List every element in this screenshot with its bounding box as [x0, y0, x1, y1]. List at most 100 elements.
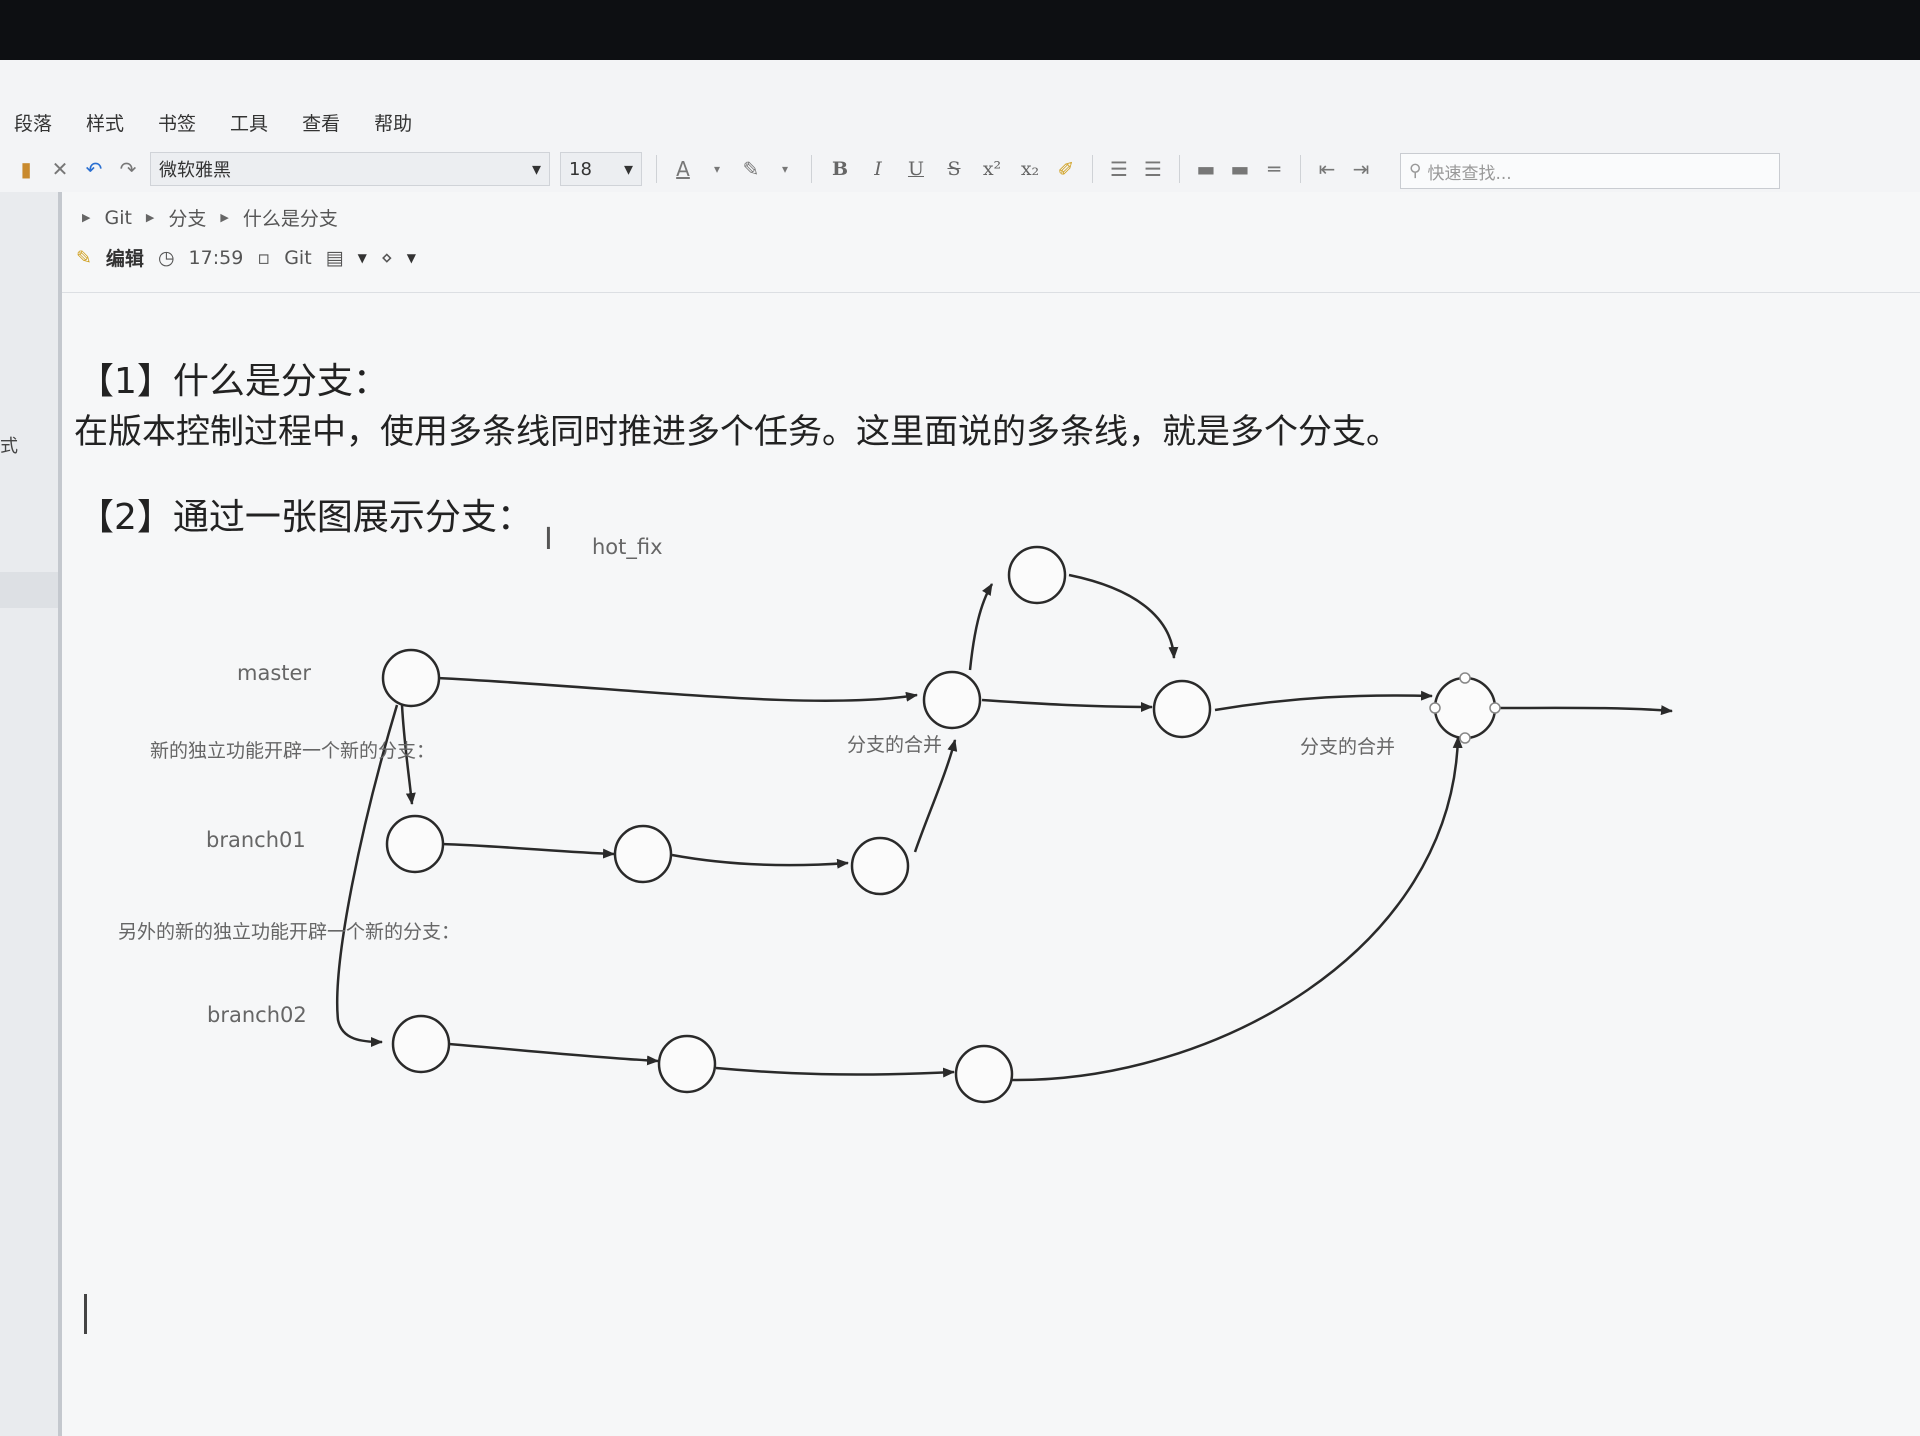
edge-merge1-to-hotfix	[968, 583, 994, 671]
chevron-down-icon[interactable]: ▼	[357, 250, 367, 265]
breadcrumb: ▶ Git ▶ 分支 ▶ 什么是分支	[82, 204, 338, 231]
label-merge2: 分支的合并	[1300, 736, 1395, 758]
sidebar-partial-label: 式	[0, 436, 18, 457]
selection-handle[interactable]	[1459, 732, 1471, 744]
ordered-list-icon[interactable]: ☰	[1110, 157, 1128, 181]
edge-merge1-to-hotfix-merge	[981, 698, 1153, 712]
strikethrough-button[interactable]: S	[947, 158, 961, 180]
align-left-icon[interactable]: ▬	[1196, 157, 1216, 181]
app-window: 段落 样式 书签 工具 查看 帮助 ▮ ✕ ↶ ↷ 微软雅黑 ▾ 18 ▾ A …	[0, 60, 1920, 1436]
notebook-name[interactable]: Git	[284, 246, 312, 269]
italic-button[interactable]: I	[874, 158, 882, 180]
breadcrumb-item-git[interactable]: Git	[104, 206, 132, 229]
font-size-select[interactable]: 18 ▾	[560, 152, 642, 186]
branch-diagram: hot_fix master 新的独立功能开辟一个新的分支： branch01 …	[118, 535, 1673, 1104]
format-brush-icon[interactable]: ✐	[1057, 157, 1075, 181]
node-hotfix-merge	[1152, 679, 1212, 739]
label-merge1: 分支的合并	[847, 734, 942, 756]
label-master: master	[237, 661, 311, 685]
search-icon: ⚲	[1409, 161, 1422, 181]
text-caret	[84, 1294, 87, 1334]
edge-merge2-to-end	[1495, 705, 1673, 716]
menu-style[interactable]: 样式	[86, 112, 125, 135]
label-branch02: branch02	[207, 1003, 307, 1027]
node-branch01-2	[613, 824, 673, 884]
node-branch02-3	[954, 1044, 1014, 1104]
edge-b01-to-merge1	[913, 739, 958, 853]
toolbar-divider	[811, 155, 812, 183]
label-branch01: branch01	[206, 828, 306, 852]
edge-b02-1-to-2	[448, 1042, 659, 1066]
edge-hotfix-to-merge	[1068, 573, 1179, 659]
node-merge2	[1433, 676, 1497, 740]
align-justify-icon[interactable]: ═	[1267, 157, 1281, 181]
toolbar-divider	[1092, 155, 1093, 183]
selection-handle[interactable]	[1489, 702, 1501, 714]
toolbar-divider	[656, 155, 657, 183]
left-sidebar: 式	[0, 192, 62, 1436]
font-family-value: 微软雅黑	[159, 160, 231, 181]
edge-master-to-branch02	[336, 704, 399, 1047]
menu-tools[interactable]: 工具	[230, 112, 269, 135]
chevron-right-icon: ▶	[220, 211, 229, 224]
breadcrumb-item-what-is-branch[interactable]: 什么是分支	[242, 208, 338, 230]
heading-branch-diagram: 【2】通过一张图展示分支：	[78, 497, 533, 538]
paste-icon[interactable]: ▮	[20, 157, 32, 181]
header-divider	[62, 292, 1920, 293]
text-cursor-icon: I	[544, 522, 553, 557]
bold-button[interactable]: B	[831, 158, 849, 180]
edge-b01-2-to-3	[671, 853, 849, 869]
note-time: 17:59	[188, 246, 244, 269]
menu-paragraph[interactable]: 段落	[14, 112, 53, 135]
note-editor[interactable]: ▶ Git ▶ 分支 ▶ 什么是分支 ✎ 编辑 ◷ 17:59 ▫ Git ▤ …	[62, 192, 1920, 1436]
edge-master-to-branch01	[400, 704, 416, 805]
superscript-icon[interactable]: x²	[982, 158, 1002, 180]
heading-what-is-branch: 【1】什么是分支：	[78, 361, 389, 402]
node-branch01-3	[850, 836, 910, 896]
menu-help[interactable]: 帮助	[374, 112, 413, 135]
highlight-icon[interactable]: ✎	[742, 157, 760, 181]
edit-button[interactable]: 编辑	[105, 248, 144, 270]
quick-search-input[interactable]: ⚲ 快速查找...	[1400, 153, 1780, 189]
redo-icon[interactable]: ↷	[119, 157, 137, 181]
selection-handle[interactable]	[1459, 672, 1471, 684]
chevron-down-icon[interactable]: ▾	[713, 162, 721, 176]
label-hot-fix: hot_fix	[592, 535, 663, 560]
label-note-branch02: 另外的新的独立功能开辟一个新的分支：	[118, 921, 460, 943]
node-master-start	[381, 648, 441, 708]
edge-hotfix-merge-to-merge2	[1214, 690, 1433, 712]
sidebar-selected-item[interactable]	[0, 572, 58, 608]
chevron-right-icon: ▶	[82, 211, 91, 224]
node-hotfix	[1007, 545, 1067, 605]
node-branch02-1	[391, 1014, 451, 1074]
edge-b02-2-to-3	[715, 1066, 955, 1078]
node-branch02-2	[657, 1034, 717, 1094]
edge-b02-to-merge2	[1011, 736, 1463, 1082]
chevron-down-icon: ▾	[531, 158, 541, 180]
search-placeholder: 快速查找...	[1427, 163, 1512, 184]
indent-decrease-icon[interactable]: ⇤	[1318, 157, 1336, 181]
underline-button[interactable]: U	[907, 158, 924, 180]
chevron-down-icon[interactable]: ▼	[406, 250, 416, 265]
tag-icon[interactable]: ⋄	[380, 246, 393, 269]
font-size-value: 18	[569, 158, 592, 180]
clock-icon: ◷	[157, 246, 175, 269]
subscript-icon[interactable]: x₂	[1020, 158, 1040, 180]
node-branch01-1	[385, 814, 445, 874]
note-meta-bar: ✎ 编辑 ◷ 17:59 ▫ Git ▤ ▼ ⋄ ▼	[76, 244, 416, 271]
format-toolbar: ▮ ✕ ↶ ↷ 微软雅黑 ▾ 18 ▾ A ▾ ✎ ▾ B I U S x² x…	[0, 146, 1920, 192]
indent-increase-icon[interactable]: ⇥	[1352, 157, 1370, 181]
breadcrumb-item-branch[interactable]: 分支	[168, 208, 207, 230]
edge-master-to-merge1	[436, 676, 918, 703]
menu-bookmark[interactable]: 书签	[158, 112, 197, 135]
font-family-select[interactable]: 微软雅黑 ▾	[150, 152, 550, 186]
selection-handle[interactable]	[1429, 702, 1441, 714]
chevron-down-icon[interactable]: ▾	[781, 162, 789, 176]
bullet-list-icon[interactable]: ☰	[1144, 157, 1162, 181]
menu-view[interactable]: 查看	[302, 112, 341, 135]
cut-icon[interactable]: ✕	[51, 157, 69, 181]
undo-icon[interactable]: ↶	[85, 157, 103, 181]
font-color-icon[interactable]: A	[676, 157, 690, 181]
align-center-icon[interactable]: ▬	[1230, 157, 1250, 181]
calendar-icon[interactable]: ▤	[325, 246, 344, 269]
